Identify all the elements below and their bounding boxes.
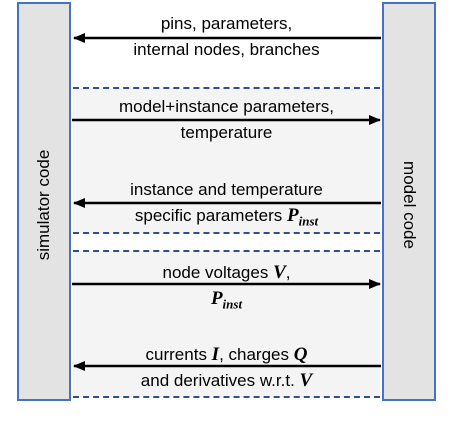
- message-currents-text-c: and derivatives w.r.t.: [140, 371, 300, 390]
- message-pins-line2: internal nodes, branches: [133, 40, 320, 59]
- message-model-params: model+instance parameters, temperature: [73, 95, 380, 144]
- message-currents-line2: and derivatives w.r.t. V: [73, 369, 380, 392]
- simulator-code-block: [17, 2, 71, 401]
- message-model-params-line1: model+instance parameters,: [119, 97, 334, 116]
- message-currents: currents I, charges Q and derivatives w.…: [73, 343, 380, 392]
- symbol-p-inst-2: P: [210, 288, 223, 309]
- message-model-params-line2: temperature: [180, 123, 273, 142]
- symbol-i: I: [211, 344, 220, 365]
- message-currents-text-b: , charges: [219, 345, 294, 364]
- panel-setup: [73, 88, 380, 234]
- message-voltages-prefix: node voltages: [162, 263, 274, 282]
- symbol-q: Q: [293, 344, 308, 365]
- panel-evaluation: [73, 251, 380, 397]
- message-inst-params-line1: instance and temperature: [130, 180, 323, 199]
- separator-4: [73, 396, 380, 398]
- message-voltages-line1: node voltages V,: [73, 261, 380, 284]
- message-inst-params: instance and temperature specific parame…: [73, 178, 380, 232]
- message-pins: pins, parameters, internal nodes, branch…: [73, 12, 380, 61]
- message-inst-params-line2: specific parameters Pinst: [73, 204, 380, 232]
- separator-1: [73, 87, 380, 89]
- symbol-p-inst: P: [287, 205, 299, 226]
- message-currents-text-a: currents: [145, 345, 212, 364]
- message-pins-line1: pins, parameters,: [160, 14, 293, 33]
- message-voltages: node voltages V, Pinst: [73, 261, 380, 315]
- model-code-block: [382, 2, 436, 401]
- symbol-v: V: [273, 262, 286, 283]
- message-voltages-suffix: ,: [285, 263, 291, 282]
- subscript-inst-2: inst: [222, 296, 243, 312]
- subscript-inst: inst: [298, 213, 319, 229]
- message-currents-line1: currents I, charges Q: [73, 343, 380, 366]
- message-inst-params-prefix: specific parameters: [134, 206, 287, 225]
- separator-2: [73, 232, 380, 234]
- separator-3: [73, 250, 380, 252]
- symbol-v-2: V: [299, 370, 313, 391]
- message-voltages-line2: Pinst: [73, 287, 380, 315]
